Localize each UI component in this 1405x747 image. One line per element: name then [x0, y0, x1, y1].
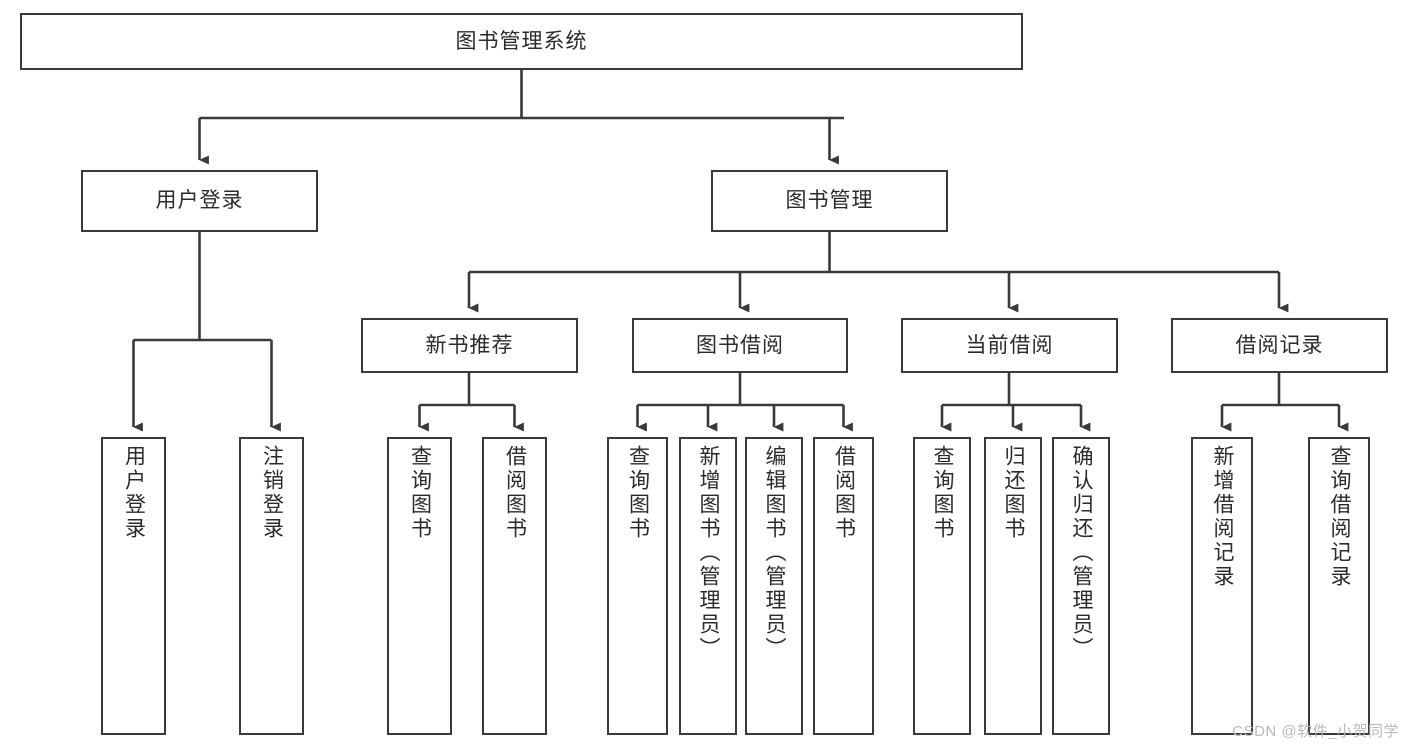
watermark-text: CSDN @软件_小贺同学: [1232, 723, 1399, 740]
leaf-node[interactable]: 用户登录: [101, 437, 166, 735]
leaf-node[interactable]: 新增图书（管理员）: [679, 437, 737, 735]
leaf-node[interactable]: 编辑图书（管理员）: [745, 437, 803, 735]
leaf-node[interactable]: 查询图书: [913, 437, 971, 735]
leaf-label: 查询图书: [626, 445, 650, 541]
leaf-node[interactable]: 新增借阅记录: [1191, 437, 1253, 735]
leaf-label: 查询图书: [408, 445, 432, 541]
leaf-node[interactable]: 借阅图书: [482, 437, 547, 735]
node-book-management[interactable]: 图书管理: [711, 170, 948, 232]
leaf-label: 用户登录: [122, 445, 146, 541]
leaf-label: 注销登录: [260, 445, 284, 541]
leaf-node[interactable]: 查询图书: [387, 437, 452, 735]
leaf-node[interactable]: 查询借阅记录: [1308, 437, 1370, 735]
node-root-system[interactable]: 图书管理系统: [20, 13, 1023, 70]
leaf-node[interactable]: 归还图书: [984, 437, 1042, 735]
leaf-label: 新增借阅记录: [1211, 445, 1235, 589]
leaf-label: 借阅图书: [503, 445, 527, 541]
node-current-borrow[interactable]: 当前借阅: [901, 318, 1118, 373]
node-new-book-recommend[interactable]: 新书推荐: [361, 318, 578, 373]
leaf-node[interactable]: 借阅图书: [813, 437, 874, 735]
leaf-node[interactable]: 确认归还（管理员）: [1052, 437, 1110, 735]
leaf-label: 查询图书: [931, 445, 955, 541]
leaf-label: 确认归还（管理员）: [1070, 445, 1094, 661]
node-borrow-records[interactable]: 借阅记录: [1171, 318, 1388, 373]
leaf-node[interactable]: 注销登录: [239, 437, 304, 735]
leaf-label: 借阅图书: [832, 445, 856, 541]
leaf-label: 新增图书（管理员）: [697, 445, 721, 661]
node-book-borrow[interactable]: 图书借阅: [632, 318, 848, 373]
leaf-label: 编辑图书（管理员）: [763, 445, 787, 661]
leaf-node[interactable]: 查询图书: [607, 437, 668, 735]
leaf-label: 查询借阅记录: [1328, 445, 1352, 589]
leaf-label: 归还图书: [1002, 445, 1026, 541]
node-user-login[interactable]: 用户登录: [81, 170, 318, 232]
